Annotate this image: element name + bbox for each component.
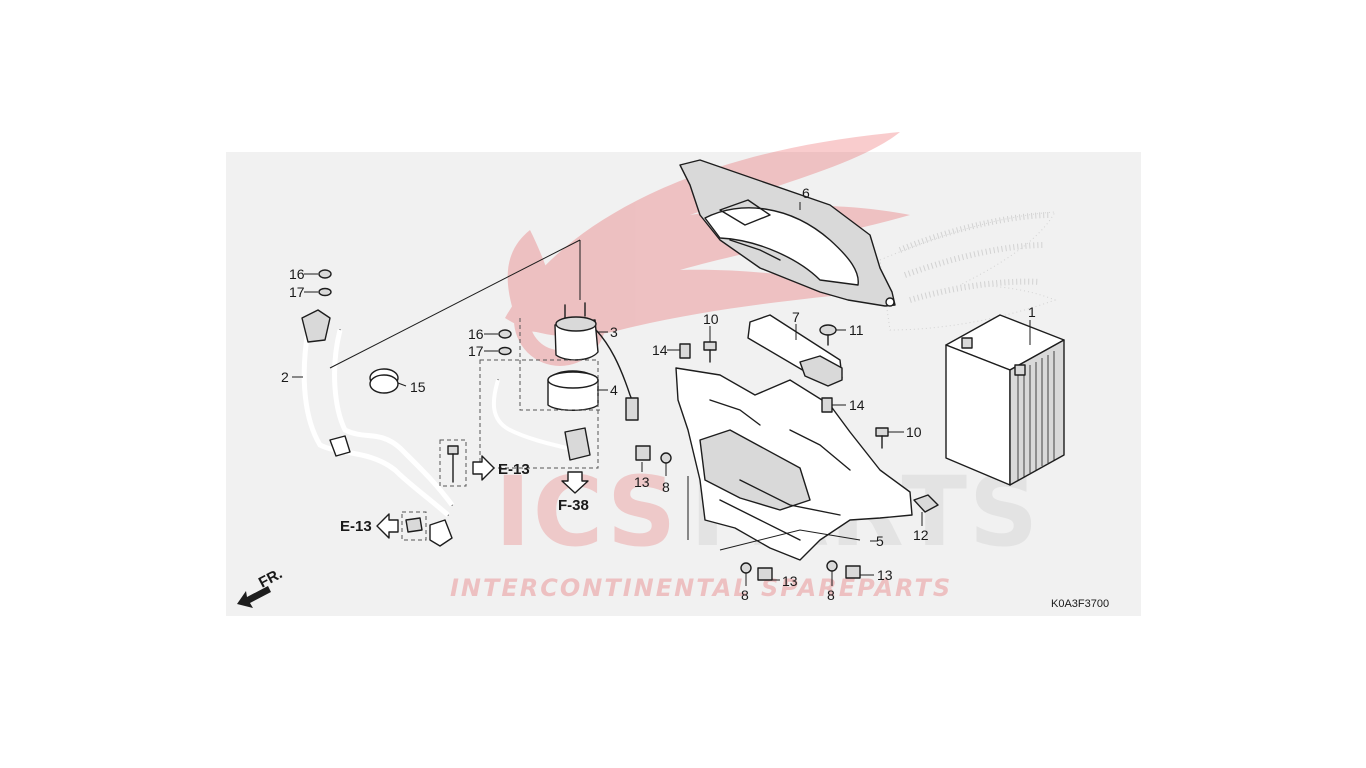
ref-label-e13-left: E-13: [340, 518, 372, 535]
part-17-washer-a: [318, 287, 332, 297]
part-13-nut-a: [635, 445, 651, 461]
callout-16-lower: 16: [468, 326, 484, 342]
part-4-relay-cover: [547, 370, 599, 411]
ref-label-e13-right: E-13: [498, 461, 530, 478]
part-13-nut-b: [757, 567, 773, 581]
callout-17-lower: 17: [468, 343, 484, 359]
ref-arrow-e13-right[interactable]: E-13: [472, 455, 530, 481]
callout-13-left: 13: [634, 474, 650, 490]
callout-3: 3: [610, 324, 618, 340]
terminal-bolt-group: [439, 439, 467, 487]
sub-harness-frame: [479, 359, 599, 469]
part-16-nut-a: [318, 269, 332, 279]
part-7-bracket: [747, 314, 843, 387]
part-16-nut-b: [498, 329, 512, 339]
part-10-bolt-b: [875, 427, 889, 449]
part-12-grommet: [913, 494, 939, 513]
leader-perspective-a: [329, 239, 581, 369]
callout-10-lower: 10: [906, 424, 922, 440]
logo-prefix-watermark: ICS: [495, 456, 678, 568]
part-5-battery-box: [675, 367, 913, 561]
callout-6: 6: [802, 185, 810, 201]
sub-harness: [491, 379, 591, 461]
wing-logo-dots: [879, 211, 1057, 331]
callout-8-middle: 8: [741, 587, 749, 603]
terminal-nut-group: [401, 511, 427, 541]
part-14-clip-a: [679, 343, 691, 359]
part-1-battery: [945, 314, 1065, 486]
callout-8-right: 8: [827, 587, 835, 603]
callout-14-upper: 14: [652, 342, 668, 358]
callout-8-left: 8: [662, 479, 670, 495]
front-direction-label: FR.: [256, 565, 285, 591]
part-11-screw: [819, 324, 837, 346]
part-10-bolt-a: [703, 341, 717, 363]
callout-7: 7: [792, 309, 800, 325]
part-8-washer-a: [660, 452, 672, 464]
relay-group-frame: [519, 318, 600, 411]
ref-label-f38: F-38: [558, 497, 589, 514]
tagline-watermark: INTERCONTINENTAL SPAREPARTS: [450, 574, 952, 602]
ref-arrow-e13-left[interactable]: E-13: [340, 513, 399, 539]
part-8-washer-b: [740, 562, 752, 574]
callout-1: 1: [1028, 304, 1036, 320]
callout-10-upper: 10: [703, 311, 719, 327]
front-direction-arrow: FR.: [237, 565, 285, 608]
callout-13-right: 13: [877, 567, 893, 583]
callout-13-middle: 13: [782, 573, 798, 589]
part-13-nut-c: [845, 565, 861, 579]
part-8-washer-c: [826, 560, 838, 572]
callout-11: 11: [849, 322, 864, 338]
diagram-code: K0A3F3700: [1051, 598, 1109, 610]
leader-box-b: [719, 529, 861, 551]
callout-4: 4: [610, 382, 618, 398]
part-6-battery-cover: [679, 159, 896, 307]
part-17-washer-b: [498, 346, 512, 356]
part-15-clamp: [369, 368, 399, 394]
callout-15: 15: [410, 379, 426, 395]
callout-5: 5: [876, 533, 884, 549]
callout-leaders: [292, 202, 1031, 586]
callout-16-upper: 16: [289, 266, 305, 282]
callout-12: 12: [913, 527, 929, 543]
ref-arrow-f38[interactable]: F-38: [558, 471, 589, 514]
callout-17-upper: 17: [289, 284, 305, 300]
callout-14-lower: 14: [849, 397, 865, 413]
callout-2: 2: [281, 369, 289, 385]
part-14-clip-b: [821, 397, 833, 413]
part-2-cable: [301, 309, 455, 547]
